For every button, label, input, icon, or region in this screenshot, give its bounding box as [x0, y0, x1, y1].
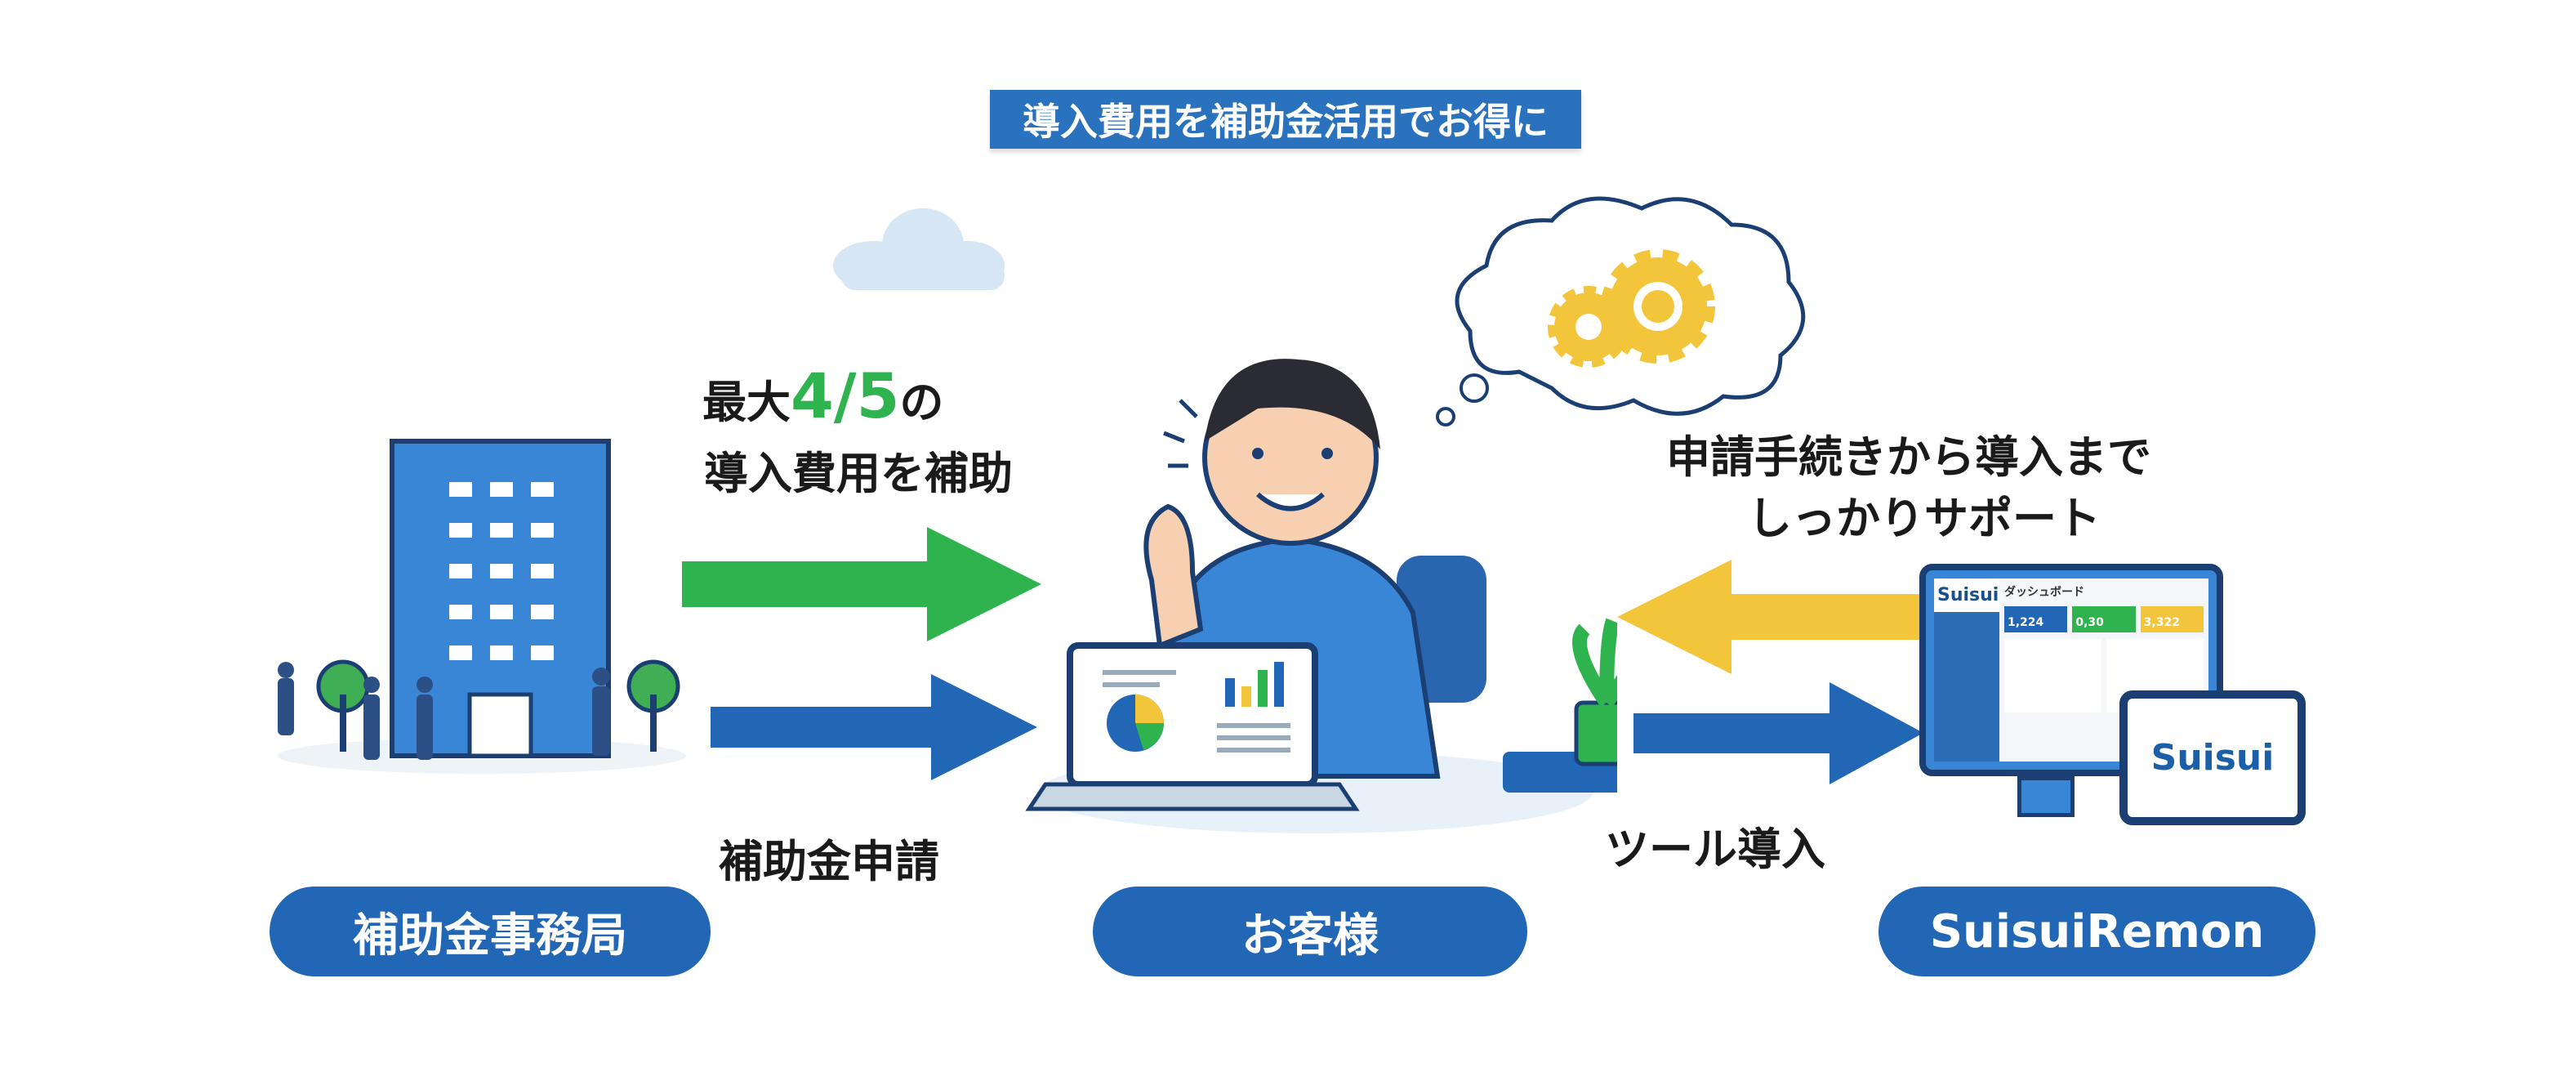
stat-card: 3,322: [2140, 606, 2204, 632]
node-suisuiremon: SuisuiRemon: [1879, 887, 2315, 976]
blue-arrow-right: [711, 674, 1037, 780]
subsidy-description: 導入費用を補助: [704, 448, 1013, 499]
thought-bubble-gears: [1436, 196, 1806, 427]
dashboard-title: ダッシュボード: [2004, 586, 2084, 599]
stat-card: 1,224: [2004, 606, 2068, 632]
tablet-logo: Suisui: [2150, 737, 2275, 779]
node-subsidy-office: 補助金事務局: [270, 887, 711, 976]
tablet: Suisui: [2119, 690, 2306, 825]
cloud-icon: [833, 208, 1005, 290]
support-text-line1: 申請手続きから導入まで: [1666, 431, 2151, 483]
green-arrow-right: [682, 527, 1041, 641]
tool-label: ツール導入: [1605, 824, 1825, 875]
headline-banner: 導入費用を補助金活用でお得に: [990, 90, 1581, 149]
apply-label: 補助金申請: [719, 836, 939, 887]
stat-card: 0,30: [2072, 606, 2136, 632]
customer-at-laptop-illustration: [1025, 359, 1617, 833]
yellow-arrow-left: [1617, 560, 1997, 674]
support-text-line2: しっかりサポート: [1748, 493, 2101, 544]
tree-icon: [626, 659, 680, 752]
office-building-illustration: [278, 439, 686, 774]
tree-icon: [316, 659, 370, 752]
potted-plant-icon: [1572, 618, 1617, 766]
node-customer: お客様: [1093, 887, 1527, 976]
subsidy-rate-text: 最大4/5の: [702, 360, 944, 432]
gear-icon: [1601, 249, 1715, 364]
dashboard-logo: Suisui: [1934, 578, 1999, 612]
blue-arrow-right: [1633, 682, 1923, 784]
dashboard-monitor: Suisui ダッシュボード 1,224 0,30 3,322: [1919, 564, 2223, 776]
